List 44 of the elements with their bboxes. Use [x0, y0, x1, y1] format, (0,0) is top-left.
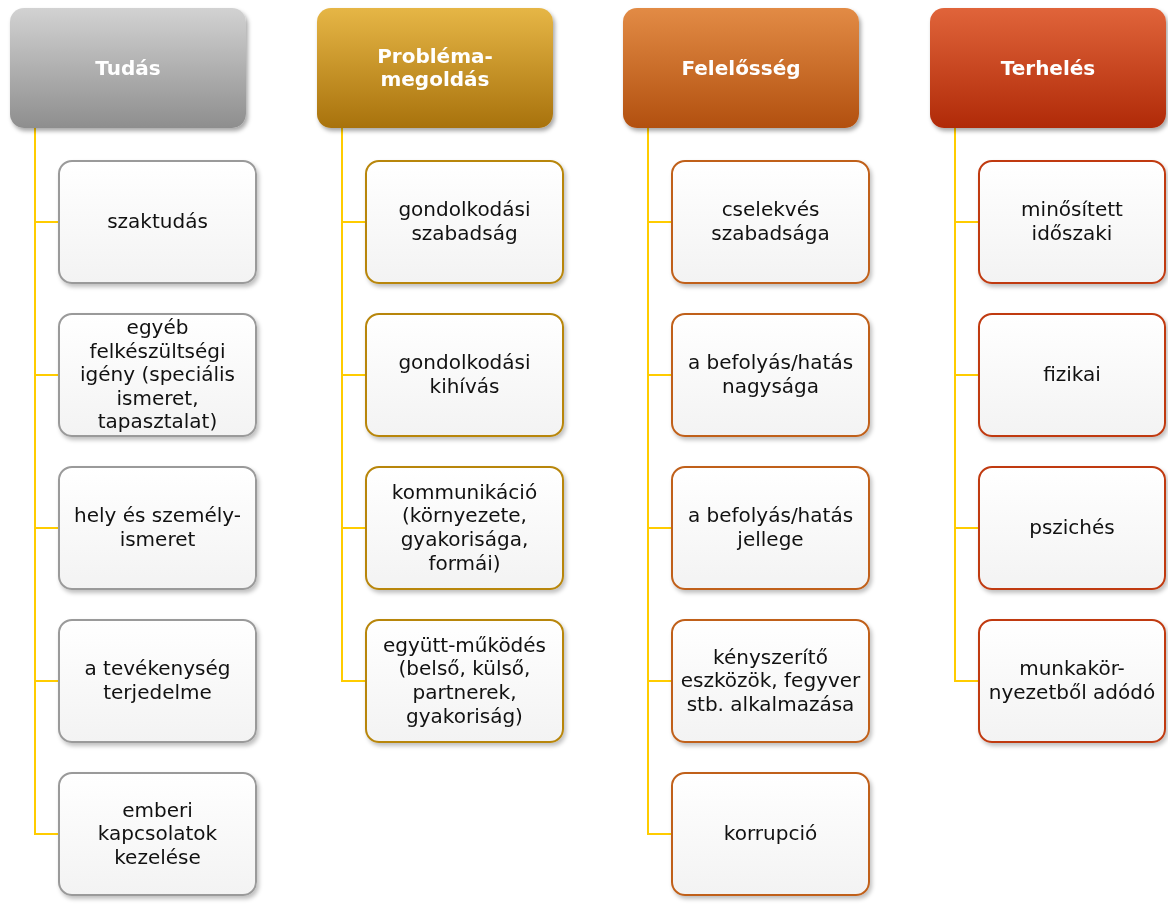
item-text: egyéb felkészültségi igény (speciális ismeret, tapasztalat) — [79, 316, 236, 434]
category-title: Terhelés — [1000, 56, 1096, 80]
category-title: Probléma-megoldás — [376, 45, 494, 91]
category-title: Felelősség — [681, 56, 801, 80]
item-text: minősített időszaki — [1020, 198, 1124, 246]
category-box — [317, 8, 553, 128]
item-box — [978, 619, 1166, 743]
item-box — [58, 772, 257, 896]
item-text: cselekvés szabadsága — [710, 198, 831, 246]
item-text: a befolyás/hatás jellege — [686, 504, 855, 552]
item-box — [365, 313, 564, 437]
item-text: kommunikáció (környezete, gyakorisága, formái) — [390, 480, 539, 576]
item-text: munkakör-nyezetből adódó — [987, 657, 1157, 705]
item-box — [671, 466, 870, 590]
item-text: emberi kapcsolatok kezelése — [96, 798, 219, 870]
item-box — [978, 160, 1166, 284]
item-box — [671, 772, 870, 896]
item-box — [58, 619, 257, 743]
item-text: hely és személy-ismeret — [72, 504, 243, 552]
item-box — [671, 313, 870, 437]
category-box — [930, 8, 1166, 128]
item-box — [365, 466, 564, 590]
category-box — [10, 8, 246, 128]
item-box — [365, 619, 564, 743]
item-box — [671, 619, 870, 743]
item-box — [671, 160, 870, 284]
item-text: szaktudás — [107, 210, 208, 234]
item-box — [58, 160, 257, 284]
item-box — [58, 466, 257, 590]
item-text: gondolkodási kihívás — [397, 351, 532, 399]
item-box — [978, 466, 1166, 590]
item-text: fizikai — [1043, 363, 1101, 387]
item-box — [58, 313, 257, 437]
item-box — [365, 160, 564, 284]
category-box — [623, 8, 859, 128]
item-text: pszichés — [1029, 516, 1115, 540]
item-text: együtt-működés (belső, külső, partnerek, gyakoriság) — [381, 633, 548, 729]
item-text: a befolyás/hatás nagysága — [686, 351, 855, 399]
category-title: Tudás — [95, 56, 161, 80]
item-text: gondolkodási szabadság — [397, 198, 532, 246]
item-text: a tevékenység terjedelme — [83, 657, 232, 705]
item-text: kényszerítő eszközök, fegyver stb. alkalmazása — [679, 645, 862, 717]
item-box — [978, 313, 1166, 437]
item-text: korrupció — [723, 822, 818, 846]
